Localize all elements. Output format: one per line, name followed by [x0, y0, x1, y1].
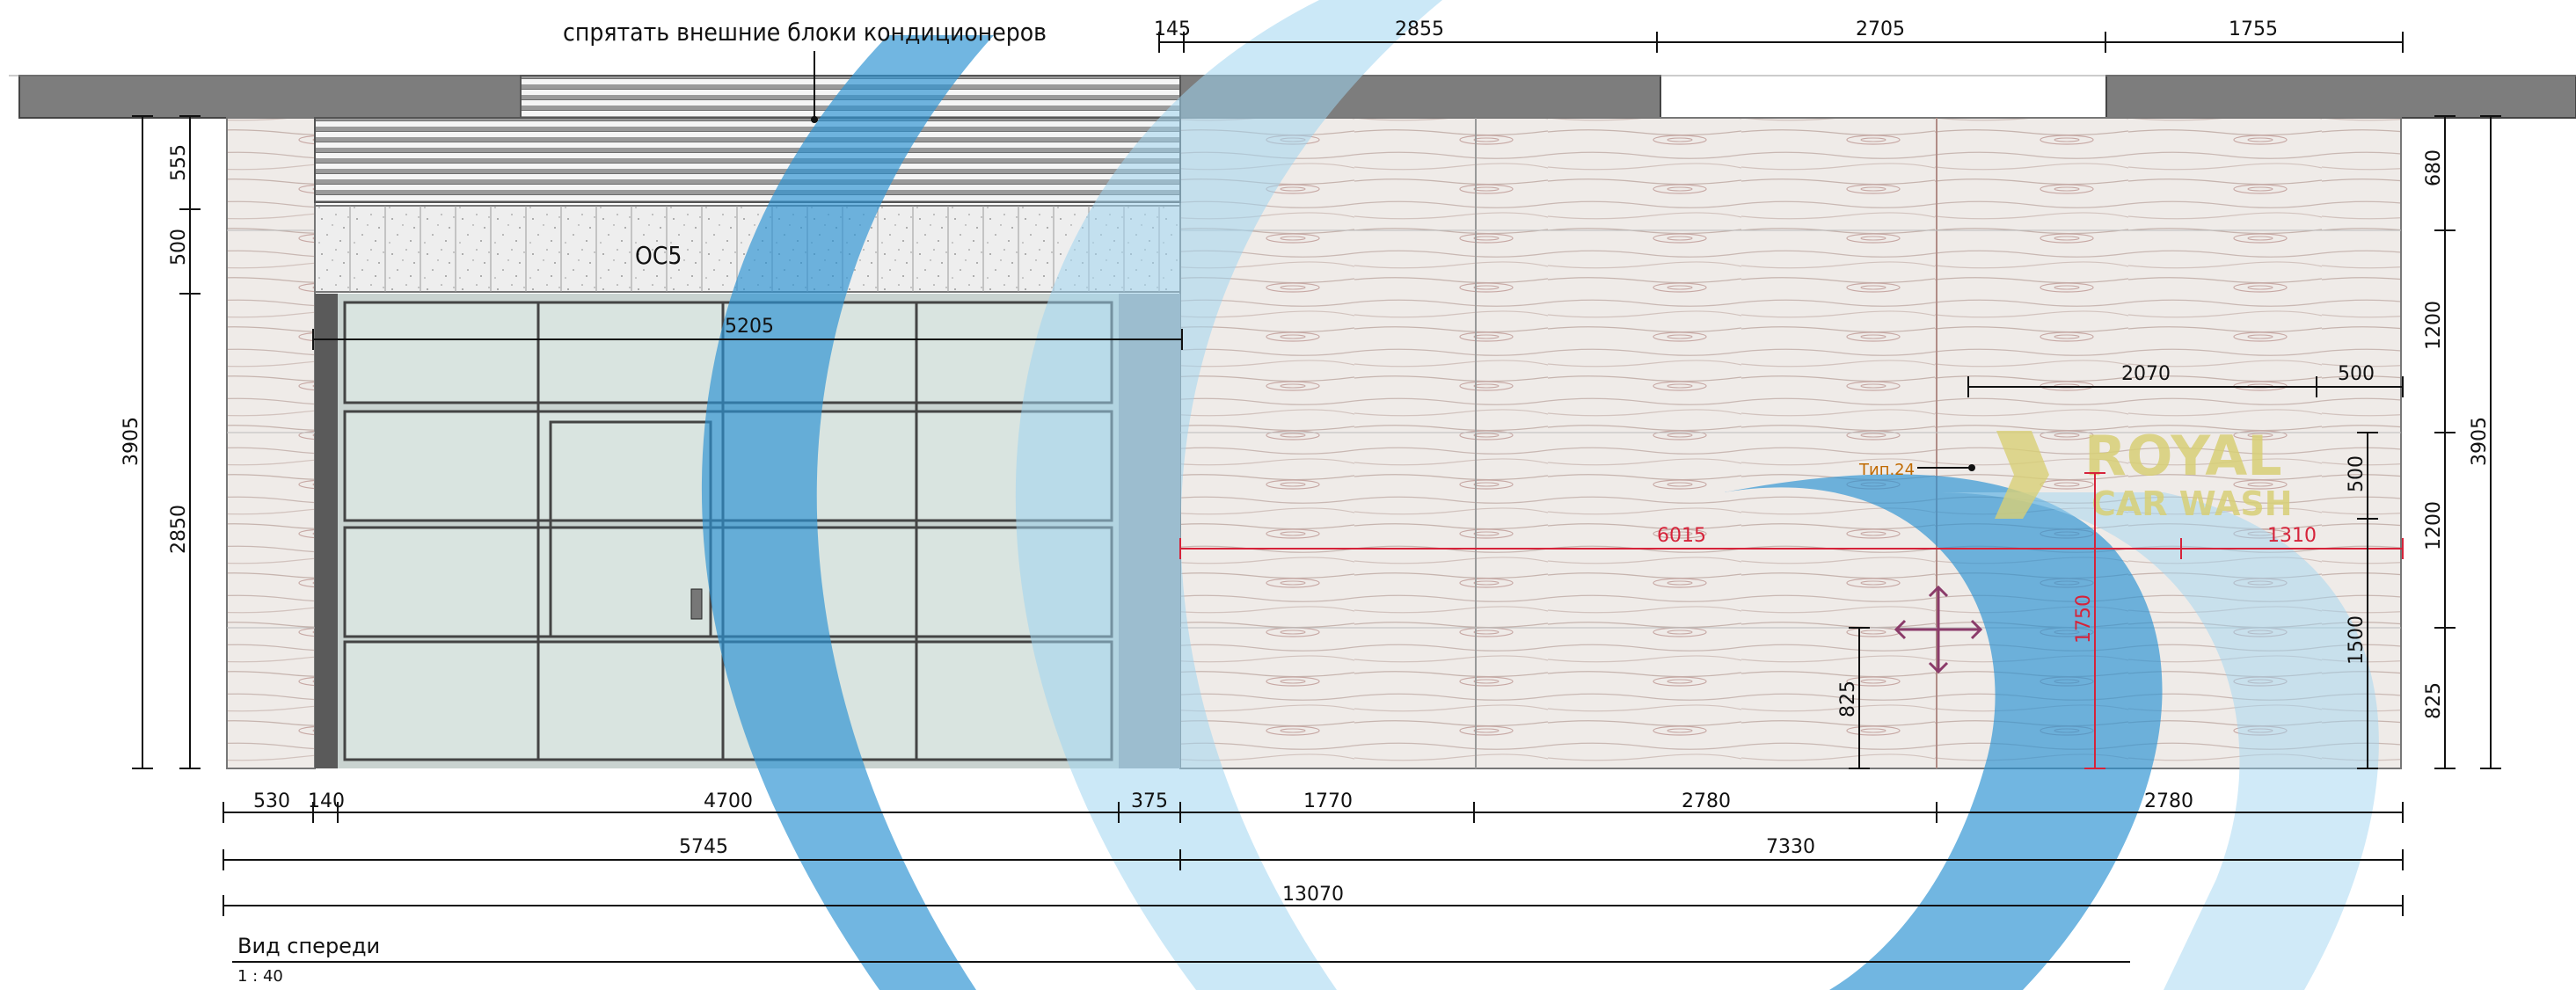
dim-top-2705: 2705 [1856, 18, 1905, 40]
door-handle [690, 588, 703, 620]
dim-right-500: 500 [2346, 455, 2368, 492]
type-tag-text: Тип.24 [1858, 461, 1915, 479]
dim-bot-7330: 7330 [1766, 836, 1815, 858]
roof-band-left [18, 75, 522, 119]
logo-line1: ROYAL [2084, 424, 2282, 488]
dim-bot-1770: 1770 [1303, 790, 1353, 812]
dim-red-1750: 1750 [2073, 594, 2095, 644]
dim-bot-5745: 5745 [679, 836, 728, 858]
dim-top-1755: 1755 [2229, 18, 2278, 40]
dim-bot-375: 375 [1131, 790, 1168, 812]
dim-bot-530: 530 [253, 790, 290, 812]
bottom-dimensions [223, 802, 2404, 916]
dim-door [312, 329, 1183, 350]
dim-left-500: 500 [168, 229, 190, 266]
dim-top-145: 145 [1154, 18, 1191, 40]
dim-left-555: 555 [168, 144, 190, 181]
view-title-block: Вид спереди 1 : 40 [232, 934, 2130, 986]
dim-sign [1967, 376, 2404, 397]
move-handle-icon[interactable] [1894, 585, 1983, 674]
ac-louvre-screen [314, 117, 1181, 203]
top-dimensions [1158, 32, 2404, 53]
dim-bot-140: 140 [308, 790, 345, 812]
ac-note: спрятать внешние блоки кондиционеров [563, 18, 1047, 123]
dim-bot-2780b: 2780 [2144, 790, 2193, 812]
royal-car-wash-logo: ROYAL CAR WASH [1995, 424, 2293, 523]
dim-825-label: 825 [1837, 681, 1859, 717]
dim-bot-4700: 4700 [704, 790, 753, 812]
dim-bot-2780a: 2780 [1682, 790, 1731, 812]
ac-note-text: спрятать внешние блоки кондиционеров [563, 18, 1047, 47]
roof-band-right [2105, 75, 2576, 119]
building: OC5 [9, 75, 2576, 769]
wall-right-section [1179, 117, 2402, 769]
dim-red [1179, 472, 2404, 769]
dim-left-3905: 3905 [120, 417, 142, 466]
right-dimensions [2357, 115, 2501, 769]
dim-door-5205: 5205 [725, 316, 774, 338]
dim-red-6015: 6015 [1657, 525, 1706, 547]
dim-top-2855: 2855 [1395, 18, 1444, 40]
dim-right-680: 680 [2423, 149, 2445, 186]
view-title: Вид спереди [237, 934, 380, 958]
dim-right-1500: 1500 [2346, 615, 2368, 665]
type-tag: Тип.24 [1858, 461, 1975, 479]
dim-sign-500: 500 [2338, 363, 2375, 385]
dim-right-825: 825 [2423, 682, 2445, 719]
dim-825 [1849, 627, 1870, 769]
dim-sign-2070: 2070 [2121, 363, 2171, 385]
left-dimensions [132, 115, 201, 769]
dim-right-3905: 3905 [2469, 417, 2491, 466]
cladding-code-label: OC5 [635, 241, 682, 270]
dim-left-2850: 2850 [168, 505, 190, 554]
watermark [701, 0, 2379, 990]
dim-red-1310: 1310 [2267, 525, 2317, 547]
logo-line2: CAR WASH [2091, 484, 2293, 523]
view-scale: 1 : 40 [237, 967, 283, 986]
dim-bot-13070: 13070 [1282, 884, 1344, 906]
dim-right-1200b: 1200 [2423, 501, 2445, 550]
dim-right-1200a: 1200 [2423, 301, 2445, 350]
wall-left-pier [226, 117, 316, 769]
